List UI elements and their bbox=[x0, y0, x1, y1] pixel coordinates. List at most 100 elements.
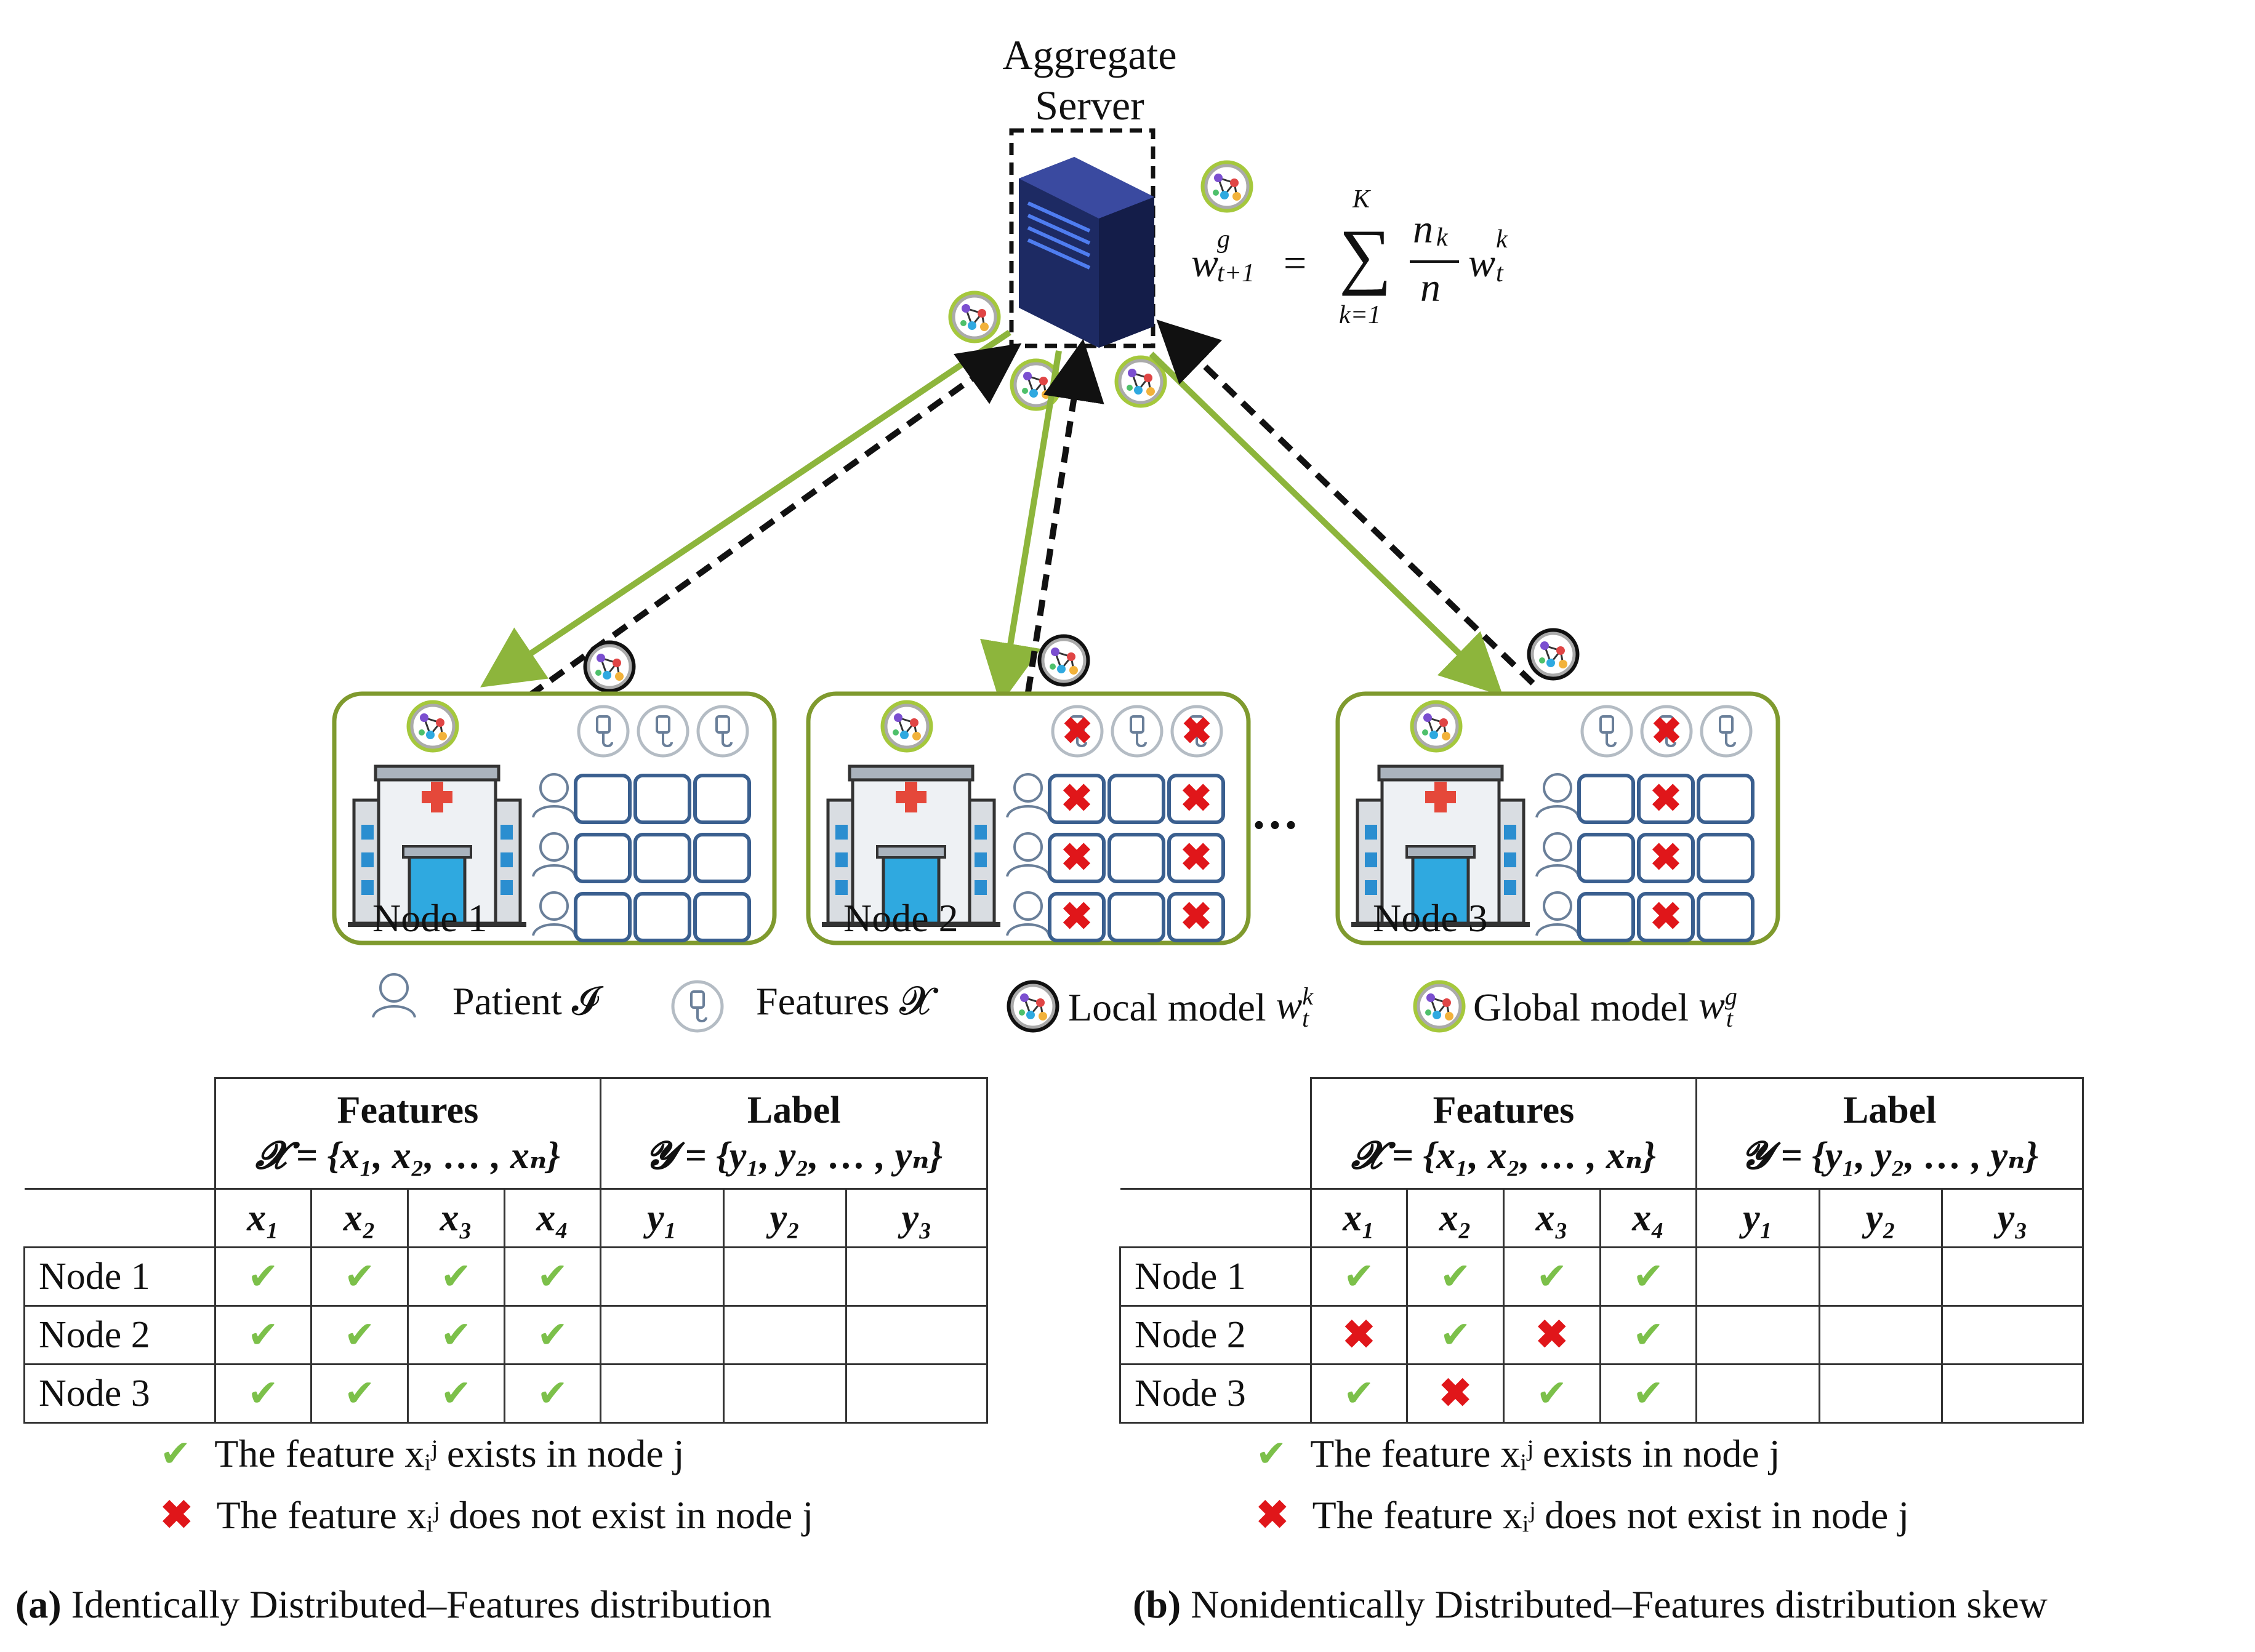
cross-icon: ✖ bbox=[1061, 896, 1093, 938]
grid-cell bbox=[633, 774, 691, 824]
cross-icon: ✖ bbox=[1439, 1371, 1472, 1415]
formula-denominator: n bbox=[1420, 265, 1441, 310]
check-icon: ✔ bbox=[247, 1373, 279, 1414]
row-label: Node 2 bbox=[23, 1305, 216, 1365]
cross-icon: ✖ bbox=[1342, 1313, 1376, 1357]
check-cell: ✔ bbox=[503, 1363, 602, 1424]
arrow-global-to-node3 bbox=[1149, 351, 1503, 696]
grid-cell bbox=[574, 774, 632, 824]
label-cell bbox=[1695, 1363, 1820, 1424]
arrow-global-to-node1 bbox=[480, 329, 1011, 688]
grid-cell bbox=[1637, 833, 1695, 883]
formula-sum-bottom: k=1 bbox=[1339, 301, 1381, 329]
cross-cell: ✖ bbox=[1502, 1305, 1601, 1365]
grid-cell bbox=[633, 892, 691, 942]
label-cell bbox=[600, 1305, 725, 1365]
server-dashed-box bbox=[1009, 128, 1156, 348]
check-icon: ✔ bbox=[440, 1256, 472, 1297]
note-not-exists-text: The feature xᵢʲ does not exist in node j bbox=[216, 1493, 814, 1537]
cross-icon: ✖ bbox=[1061, 778, 1093, 820]
feature-icon bbox=[638, 707, 688, 756]
grid-cell bbox=[693, 833, 751, 883]
formula-rhs-sub: t bbox=[1496, 259, 1503, 287]
check-cell: ✔ bbox=[1309, 1246, 1409, 1307]
cross-icon: ✖ bbox=[1180, 896, 1212, 938]
grid-cell bbox=[1697, 833, 1755, 883]
note-exists-text: The feature xᵢʲ exists in node j bbox=[214, 1432, 685, 1475]
column-header: y₃ bbox=[1941, 1188, 2084, 1248]
note-not-exists-text: The feature xᵢʲ does not exist in node j bbox=[1312, 1493, 1910, 1537]
node-grids: ✖✖✖✖✖✖✖✖✖✖✖✖ bbox=[532, 707, 1755, 942]
check-cell: ✔ bbox=[406, 1246, 505, 1307]
grid-cell bbox=[1048, 833, 1106, 883]
row-label: Node 1 bbox=[23, 1246, 216, 1307]
check-cell: ✔ bbox=[1406, 1246, 1505, 1307]
local-model-icon bbox=[586, 643, 633, 690]
check-icon: ✔ bbox=[1536, 1373, 1567, 1414]
check-icon: ✔ bbox=[1343, 1373, 1375, 1414]
column-header: x₃ bbox=[1502, 1188, 1601, 1248]
label-cell bbox=[1695, 1246, 1820, 1307]
features-header-title: Features bbox=[337, 1089, 479, 1131]
check-cell: ✔ bbox=[406, 1305, 505, 1365]
column-header: x₁ bbox=[214, 1188, 313, 1248]
label-header-title: Label bbox=[747, 1089, 841, 1131]
federated-diagram: ✖✖✖✖✖✖✖✖✖✖✖✖ bbox=[332, 128, 1780, 1059]
row-label: Node 3 bbox=[23, 1363, 216, 1424]
cross-icon: ✖ bbox=[1180, 778, 1212, 820]
label-cell bbox=[1941, 1363, 2084, 1424]
check-icon: ✔ bbox=[247, 1314, 279, 1355]
formula-rhs-sup: k bbox=[1496, 225, 1508, 254]
cross-icon: ✖ bbox=[1535, 1313, 1569, 1357]
feature-icon bbox=[1702, 707, 1751, 756]
grid-cell bbox=[1167, 833, 1225, 883]
note-not-exists-a: ✖ The feature xᵢʲ does not exist in node… bbox=[160, 1493, 813, 1538]
features-icon bbox=[673, 982, 722, 1031]
check-icon: ✔ bbox=[1633, 1256, 1664, 1297]
grid-cell bbox=[574, 833, 632, 883]
arrow-local-from-node1 bbox=[528, 343, 1022, 699]
formula-lhs-sup: g bbox=[1217, 225, 1230, 254]
global-model-icon bbox=[1117, 358, 1164, 405]
legend-local-model: Local model wkt bbox=[1068, 982, 1314, 1033]
check-cell: ✔ bbox=[1309, 1363, 1409, 1424]
grid-cell bbox=[1107, 774, 1165, 824]
label-cell bbox=[1695, 1305, 1820, 1365]
label-cell bbox=[722, 1363, 848, 1424]
check-icon: ✔ bbox=[344, 1256, 376, 1297]
cross-icon: ✖ bbox=[1650, 896, 1682, 938]
global-model-icon bbox=[951, 294, 998, 340]
caption-a-prefix: (a) bbox=[15, 1582, 62, 1626]
corner-cell bbox=[1120, 1188, 1312, 1248]
grid-cell bbox=[574, 892, 632, 942]
cross-icon: ✖ bbox=[1180, 837, 1212, 879]
local-model-icon bbox=[1040, 637, 1087, 684]
caption-a-text: Identically Distributed–Features distrib… bbox=[61, 1582, 772, 1626]
row-label: Node 2 bbox=[1119, 1305, 1312, 1365]
grid-cell bbox=[1048, 774, 1106, 824]
column-header: x₄ bbox=[1599, 1188, 1698, 1248]
grid-cell bbox=[1107, 892, 1165, 942]
check-icon: ✔ bbox=[1439, 1314, 1471, 1355]
grid-cell bbox=[1577, 774, 1635, 824]
label-header-title: Label bbox=[1843, 1089, 1937, 1131]
feature-icon bbox=[579, 707, 628, 756]
cross-icon: ✖ bbox=[1650, 837, 1682, 879]
check-cell: ✔ bbox=[1502, 1363, 1601, 1424]
global-model-icon bbox=[1413, 703, 1460, 750]
row-label: Node 1 bbox=[1119, 1246, 1312, 1307]
global-model-icon bbox=[883, 703, 930, 750]
label-cell bbox=[1818, 1305, 1943, 1365]
check-icon: ✔ bbox=[440, 1373, 472, 1414]
grid-cell bbox=[693, 892, 751, 942]
check-icon: ✔ bbox=[1536, 1256, 1567, 1297]
column-header: y₁ bbox=[1695, 1188, 1820, 1248]
global-model-icon bbox=[409, 703, 456, 750]
cross-icon: ✖ bbox=[160, 1493, 193, 1537]
caption-a: (a) Identically Distributed–Features dis… bbox=[15, 1582, 771, 1627]
grid-cell bbox=[1637, 774, 1695, 824]
column-header: y₃ bbox=[845, 1188, 988, 1248]
